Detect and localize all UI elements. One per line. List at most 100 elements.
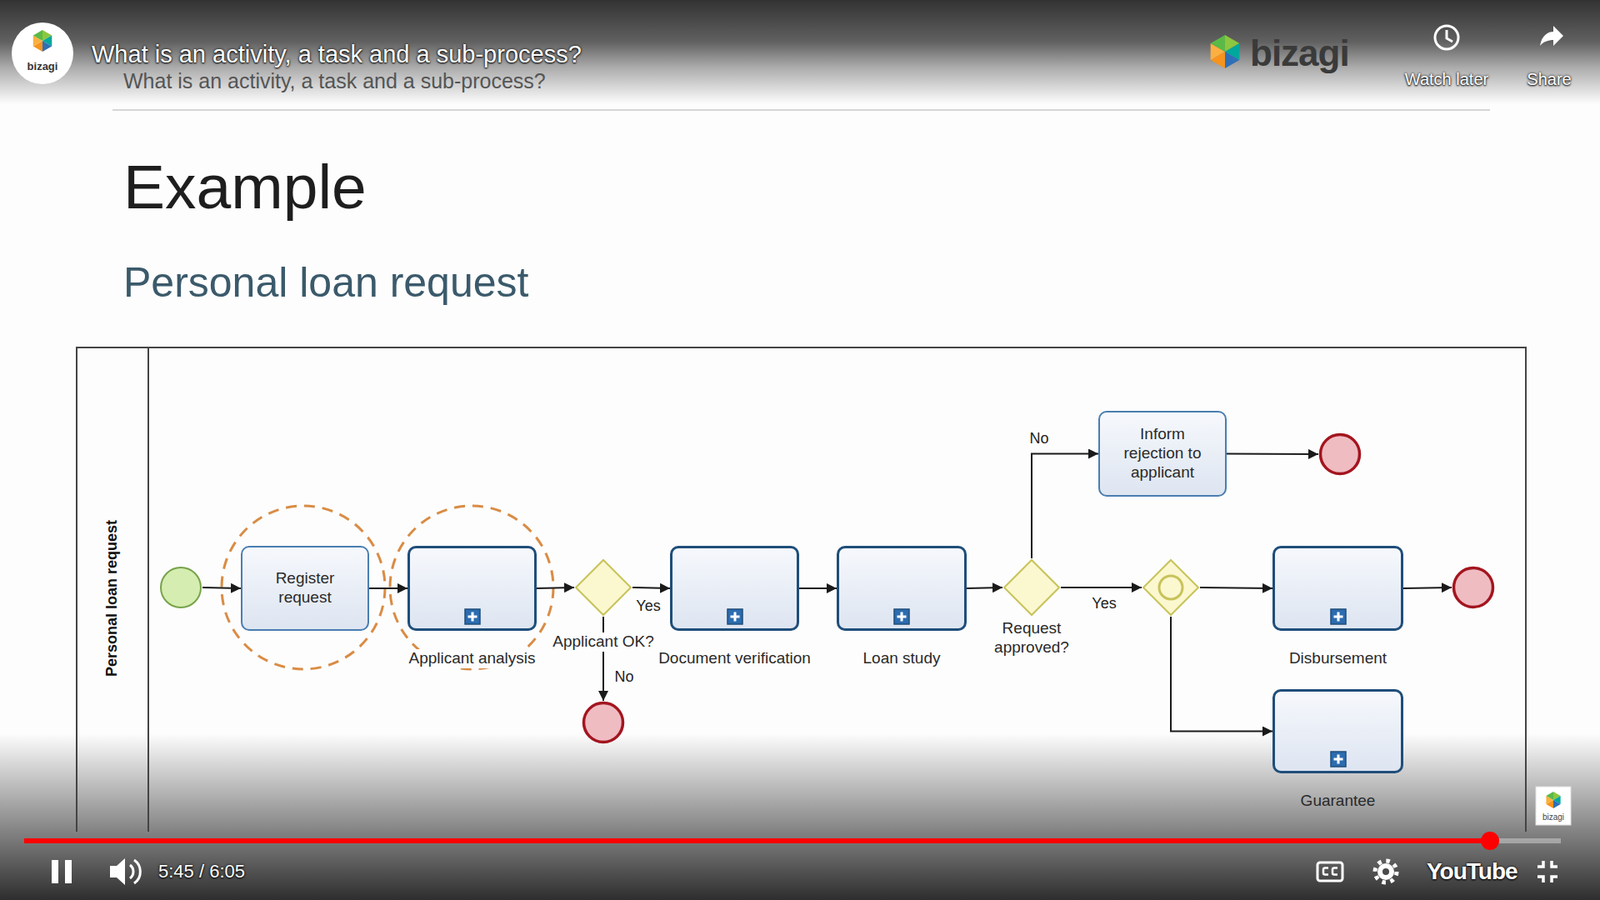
sequence-flow	[536, 587, 575, 589]
highlight-circle	[390, 505, 554, 670]
pool-label: Personal loan request	[103, 520, 122, 677]
captions-icon	[1317, 862, 1343, 881]
sequence-flow	[369, 587, 408, 590]
watermark: bizagi	[1542, 812, 1565, 823]
exit-fullscreen-icon	[1537, 860, 1558, 883]
watermark-box	[1535, 786, 1571, 825]
task-box: Inform rejection to applicant	[1098, 410, 1227, 497]
end-event	[1318, 432, 1362, 476]
sequence-flow	[1403, 587, 1452, 589]
pause-icon	[51, 860, 59, 884]
subprocess-marker	[893, 608, 910, 625]
subprocess-box: Applicant analysis	[407, 545, 537, 631]
slide-title: Example	[123, 152, 367, 222]
sequence-flow	[799, 587, 837, 590]
pause-icon	[65, 860, 72, 884]
end-event	[1451, 565, 1495, 610]
watch-later-button: Watch later	[1405, 70, 1489, 90]
subprocess-marker-plus	[1333, 612, 1343, 622]
flow-label: Yes	[633, 597, 663, 615]
task-box: Register request	[240, 545, 370, 631]
gateway-label: Applicant OK?	[550, 632, 656, 652]
header-rule	[112, 109, 1490, 111]
exclusive-gateway: Applicant OK?	[574, 558, 633, 617]
gateway-shape	[1002, 558, 1061, 617]
progress-played	[24, 838, 1490, 844]
flow-label: No	[611, 668, 636, 686]
end-event-shape	[581, 700, 625, 745]
subprocess-marker	[1330, 608, 1347, 625]
settings-gear	[1375, 860, 1397, 883]
video-title: What is an activity, a task and a sub-pr…	[91, 40, 582, 69]
sequence-flow	[202, 587, 241, 589]
subprocess-marker-plus	[467, 612, 477, 622]
brand-logo: bizagi	[1250, 32, 1350, 75]
logo-hexagon	[33, 30, 52, 52]
logo-hexagon	[1545, 791, 1560, 809]
share-icon	[1540, 25, 1564, 46]
subprocess-label: Document verification	[655, 649, 814, 669]
start-event	[159, 565, 203, 610]
progress-knob	[1480, 831, 1500, 850]
subprocess-label: Loan study	[860, 649, 944, 669]
flow-label: No	[1026, 430, 1051, 448]
subprocess-marker-plus	[897, 612, 907, 622]
top-shade	[0, 0, 1600, 105]
volume-wave	[130, 865, 134, 879]
highlight-circle	[221, 505, 385, 670]
end-event-shape	[1451, 565, 1495, 610]
subprocess-marker-box	[1330, 751, 1346, 767]
volume-icon	[110, 858, 125, 885]
start-event-shape	[159, 565, 203, 610]
inclusive-gateway	[1141, 558, 1200, 617]
captions-glyph	[1332, 868, 1338, 875]
end-event-shape	[1318, 432, 1362, 476]
settings-gear-hole	[1382, 868, 1390, 875]
settings-gear	[1377, 863, 1395, 880]
volume-wave	[134, 860, 140, 884]
subprocess-label: Disbursement	[1286, 649, 1390, 669]
progress-track	[24, 838, 1561, 844]
slide-header: What is an activity, a task and a sub-pr…	[123, 69, 546, 94]
subprocess-marker-box	[465, 609, 480, 625]
subprocess-marker-box	[894, 609, 910, 625]
clock-icon	[1435, 25, 1459, 50]
end-event	[581, 700, 625, 745]
subprocess-marker-plus	[1333, 755, 1343, 765]
sequence-flow	[966, 587, 1003, 589]
logo-hexagon	[1210, 35, 1240, 69]
subprocess-marker-box	[727, 609, 743, 625]
sequence-flow	[1031, 454, 1099, 560]
end-event-circle	[1454, 568, 1494, 608]
subprocess-marker	[1330, 750, 1347, 768]
end-event-circle	[584, 703, 624, 743]
sequence-flow	[1226, 453, 1319, 456]
gateway-diamond	[1004, 560, 1060, 615]
subprocess-box: Guarantee	[1272, 689, 1404, 774]
gateway-shape	[1141, 558, 1200, 617]
gateway-diamond	[575, 560, 631, 615]
pool: Personal loan requestRegister requestApp…	[75, 346, 1527, 832]
gateway-shape	[574, 558, 633, 617]
subprocess-box: Loan study	[836, 545, 967, 631]
flow-label: Yes	[1089, 595, 1119, 613]
slide-subtitle: Personal loan request	[123, 259, 529, 308]
gateway-marker	[1159, 575, 1183, 600]
sequence-flow	[1060, 586, 1142, 589]
lane-divider	[147, 348, 150, 832]
task-label: Register request	[250, 569, 360, 608]
task-label: Inform rejection to applicant	[1108, 425, 1217, 482]
subprocess-label: Guarantee	[1298, 791, 1379, 811]
end-event-circle	[1320, 435, 1360, 475]
youtube-logo: YouTube	[1426, 858, 1518, 885]
start-event-circle	[160, 567, 201, 608]
subprocess-label: Applicant analysis	[405, 649, 538, 669]
channel-avatar	[11, 22, 74, 85]
subprocess-marker-box	[1330, 609, 1346, 625]
subprocess-box: Disbursement	[1272, 545, 1404, 631]
subprocess-marker-plus	[730, 612, 740, 622]
subprocess-box: Document verification	[670, 545, 800, 631]
clock-hands	[1446, 30, 1453, 42]
subprocess-marker	[464, 608, 481, 625]
